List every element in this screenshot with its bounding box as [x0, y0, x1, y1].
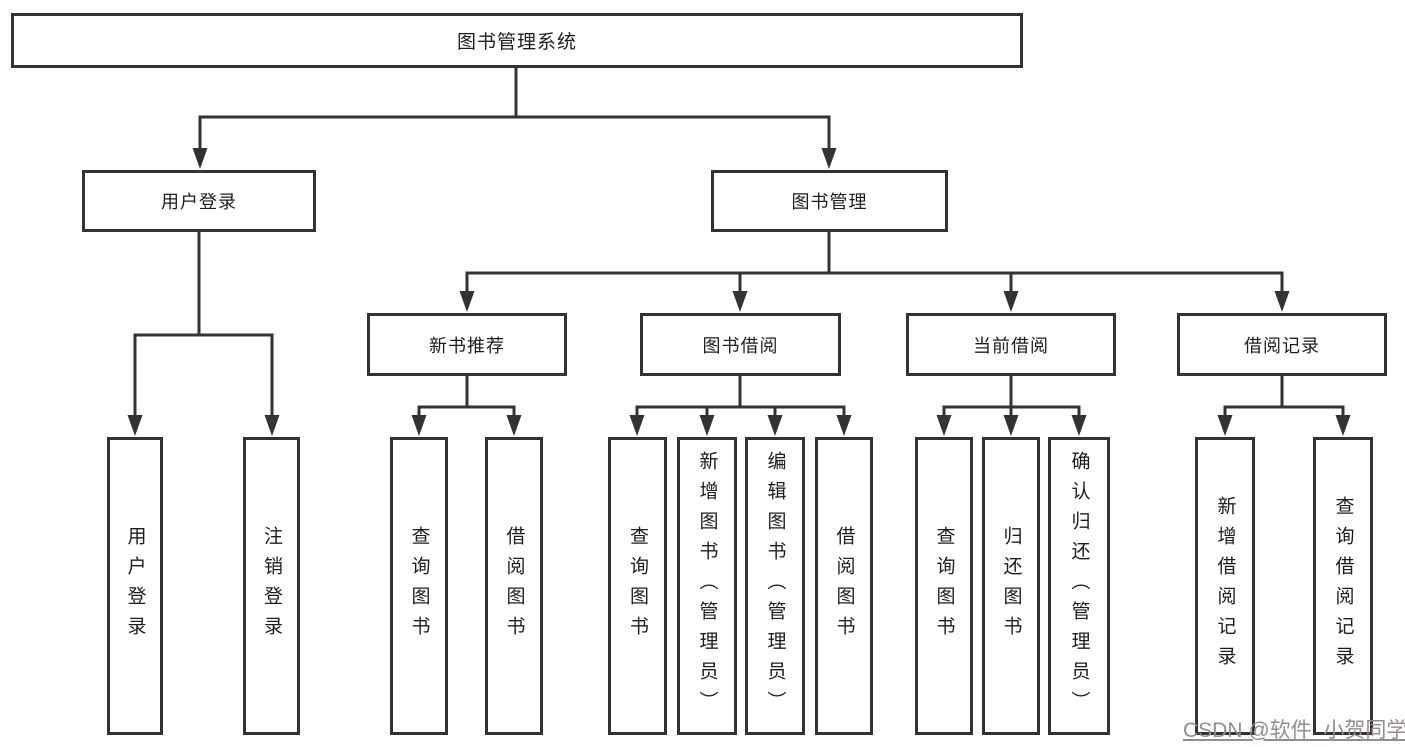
- node-new-book-recommend: 新书推荐: [367, 313, 567, 376]
- leaf-user-login-label: 用户登录: [124, 526, 146, 646]
- leaf-confirm-return-admin: 确认归还（管理员）: [1048, 437, 1110, 735]
- node-borrow-records-label: 借阅记录: [1244, 335, 1320, 356]
- leaf-add-borrow-record-label: 新增借阅记录: [1214, 496, 1236, 676]
- node-root: 图书管理系统: [11, 13, 1023, 68]
- leaf-borrow-books-2-label: 借阅图书: [833, 526, 855, 646]
- node-current-borrow: 当前借阅: [906, 313, 1116, 376]
- node-current-borrow-label: 当前借阅: [973, 335, 1049, 356]
- leaf-query-books-3-label: 查询图书: [933, 526, 955, 646]
- leaf-confirm-return-admin-label: 确认归还（管理员）: [1068, 451, 1090, 721]
- connector-lines: [133, 66, 1345, 418]
- leaf-query-borrow-record: 查询借阅记录: [1313, 437, 1373, 735]
- node-borrow-records: 借阅记录: [1177, 313, 1387, 376]
- leaf-query-borrow-record-label: 查询借阅记录: [1332, 496, 1354, 676]
- node-book-borrow: 图书借阅: [640, 313, 841, 376]
- leaf-query-books-2: 查询图书: [608, 437, 667, 735]
- node-book-management-label: 图书管理: [791, 192, 868, 212]
- leaf-return-book-label: 归还图书: [1000, 526, 1022, 646]
- leaf-add-book-admin-label: 新增图书（管理员）: [696, 451, 718, 721]
- leaf-add-borrow-record: 新增借阅记录: [1195, 437, 1255, 735]
- leaf-borrow-books-1-label: 借阅图书: [503, 526, 525, 646]
- arrowheads: [127, 148, 1351, 436]
- node-user-login: 用户登录: [82, 170, 316, 232]
- leaf-add-book-admin: 新增图书（管理员）: [677, 437, 737, 735]
- leaf-query-books-1-label: 查询图书: [408, 526, 430, 646]
- leaf-logout: 注销登录: [243, 437, 300, 735]
- leaf-borrow-books-1: 借阅图书: [485, 437, 543, 735]
- node-book-borrow-label: 图书借阅: [702, 335, 779, 356]
- leaf-logout-label: 注销登录: [261, 526, 282, 646]
- leaf-borrow-books-2: 借阅图书: [815, 437, 873, 735]
- leaf-return-book: 归还图书: [982, 437, 1040, 735]
- leaf-edit-book-admin-label: 编辑图书（管理员）: [764, 451, 786, 721]
- leaf-edit-book-admin: 编辑图书（管理员）: [745, 437, 805, 735]
- leaf-query-books-2-label: 查询图书: [627, 526, 648, 646]
- node-user-login-label: 用户登录: [161, 192, 237, 212]
- leaf-user-login: 用户登录: [107, 437, 163, 735]
- node-root-label: 图书管理系统: [456, 32, 577, 53]
- leaf-query-books-3: 查询图书: [915, 437, 973, 735]
- leaf-query-books-1: 查询图书: [390, 437, 448, 735]
- node-book-management: 图书管理: [711, 170, 948, 232]
- node-new-book-recommend-label: 新书推荐: [429, 335, 505, 356]
